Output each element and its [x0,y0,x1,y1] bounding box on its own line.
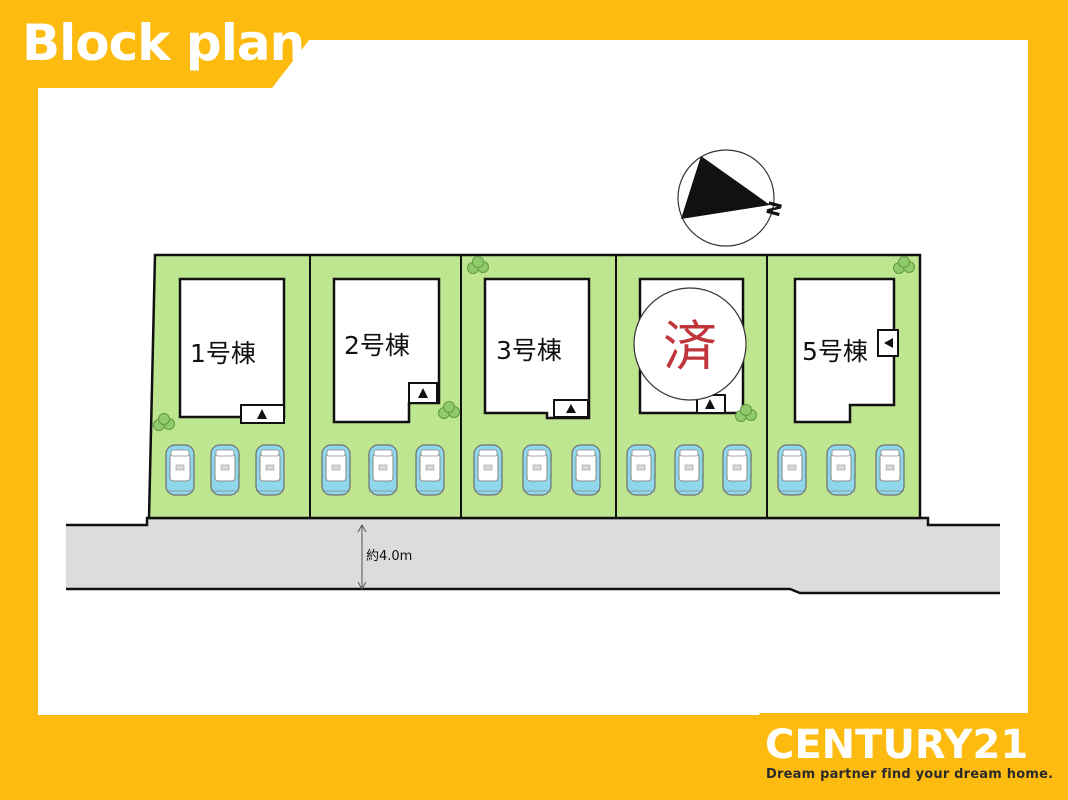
entrance-icon [705,399,715,409]
car-icon [522,444,552,496]
car-icon [321,444,351,496]
lot-label: 2号棟 [344,331,410,360]
entrance-icon [257,409,267,419]
car-icon [165,444,195,496]
car-icon [415,444,445,496]
car-icon [626,444,656,496]
car-icon [368,444,398,496]
lot-label: 5号棟 [802,337,868,366]
brand-strip [733,713,1068,800]
house-footprint [178,277,286,419]
road-width-label: 約4.0m [366,549,412,564]
sold-mark: 済 [663,315,717,378]
car-icon [875,444,905,496]
car-icon [722,444,752,496]
lot-3[interactable]: 3号棟 [467,256,601,496]
car-icon [674,444,704,496]
house-footprint [793,277,896,424]
lot-2[interactable]: 2号棟 [321,277,460,496]
car-icon [826,444,856,496]
road-surface [66,518,1000,593]
page-title: Block plan [22,14,305,72]
lot-5[interactable]: 5号棟 [777,256,915,496]
lot-1[interactable]: 1号棟 [153,277,286,496]
lot-4[interactable]: 済 [626,277,757,496]
brand-tagline: Dream partner find your dream home. [766,767,1054,782]
road: 約4.0m [66,516,1000,595]
car-icon [473,444,503,496]
entrance-icon [566,404,576,413]
brand-logo: CENTURY21 [765,722,1029,768]
lot-label: 3号棟 [496,336,562,365]
car-icon [255,444,285,496]
entrance-icon [884,338,893,348]
compass: N [677,149,787,247]
lot-label: 1号棟 [190,339,256,368]
entrance-icon [418,388,428,398]
house-footprint [483,277,591,420]
sold-stamp [633,287,747,401]
car-icon [571,444,601,496]
north-arrow-icon [681,156,770,219]
car-icon [210,444,240,496]
north-label: N [763,199,787,219]
car-icon [777,444,807,496]
